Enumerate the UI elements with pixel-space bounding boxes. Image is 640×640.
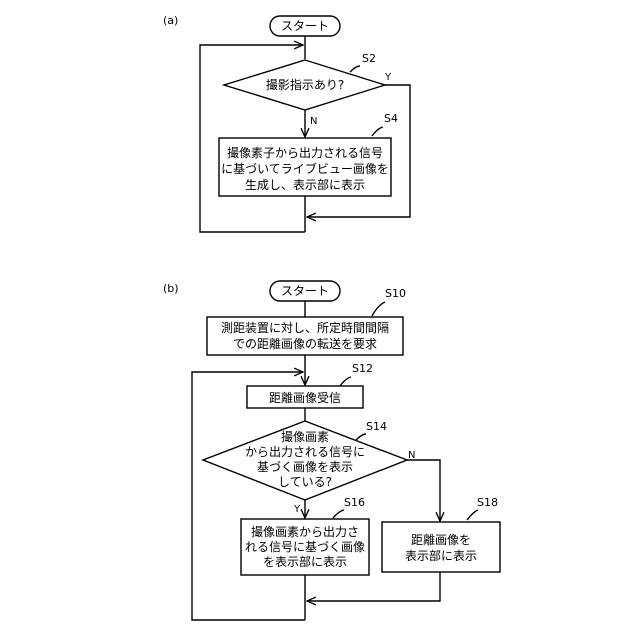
panel-a-no-label: N (310, 116, 317, 127)
panel-b-left-line-1: 撮像画素から出力さ (251, 525, 359, 539)
panel-b-s12-leader (340, 377, 351, 386)
panel-b-step-s10: S10 (385, 287, 406, 300)
panel-b-step-s14: S14 (366, 420, 387, 433)
panel-b-s18-leader (467, 510, 478, 520)
panel-b-yes-label: Y (293, 504, 301, 515)
panel-b-step-s12: S12 (352, 362, 373, 375)
panel-a-label: (a) (163, 14, 178, 27)
panel-a-step-s4: S4 (384, 112, 398, 125)
panel-b-request-line-1: 測距装置に対し、所定時間間隔 (221, 320, 389, 335)
panel-b-decision-line-2: から出力される信号に (245, 445, 365, 459)
panel-b-right-merge-connector (307, 572, 440, 601)
panel-a-process-line-2: に基づいてライブビュー画像を (221, 161, 389, 176)
panel-b-step-s16: S16 (344, 496, 365, 509)
panel-a-s2-leader (350, 66, 360, 72)
panel-a-decision-text: 撮影指示あり? (266, 77, 344, 92)
panel-b-decision-line-1: 撮像画素 (281, 430, 329, 444)
panel-b-left-line-3: を表示部に表示 (263, 554, 347, 569)
panel-b-left-line-2: れる信号に基づく画像 (245, 540, 365, 554)
panel-b-request-line-2: での距離画像の転送を要求 (233, 336, 377, 351)
panel-b-s14-leader (356, 434, 366, 440)
panel-b-step-s18: S18 (477, 496, 498, 509)
panel-a-process-line-1: 撮像素子から出力される信号 (227, 146, 383, 160)
panel-b-start-text: スタート (281, 284, 329, 298)
panel-b-right-box (382, 522, 500, 572)
panel-b-right-line-2: 表示部に表示 (405, 548, 477, 563)
panel-b-label: (b) (163, 282, 179, 295)
panel-b: (b) スタート S10 測距装置に対し、所定時間間隔 での距離画像の転送を要求… (163, 281, 500, 620)
panel-b-receive-text: 距離画像受信 (269, 391, 341, 405)
panel-b-decision-line-4: している? (278, 475, 332, 489)
panel-a-step-s2: S2 (362, 52, 376, 65)
panel-a: (a) スタート 撮影指示あり? S2 Y N S4 撮像素子から出力される信号… (163, 14, 410, 232)
panel-b-s16-leader (333, 510, 344, 518)
panel-b-s10-leader (372, 302, 385, 316)
panel-b-right-line-1: 距離画像を (411, 533, 471, 547)
panel-b-loop-connector (192, 372, 305, 620)
panel-a-start-text: スタート (281, 19, 329, 33)
panel-a-process-line-3: 生成し、表示部に表示 (245, 177, 365, 192)
panel-b-no-connector (407, 460, 440, 521)
panel-b-decision-line-3: 基づく画像を表示 (257, 460, 353, 474)
panel-a-yes-label: Y (384, 72, 392, 83)
panel-a-s4-leader (372, 127, 383, 136)
